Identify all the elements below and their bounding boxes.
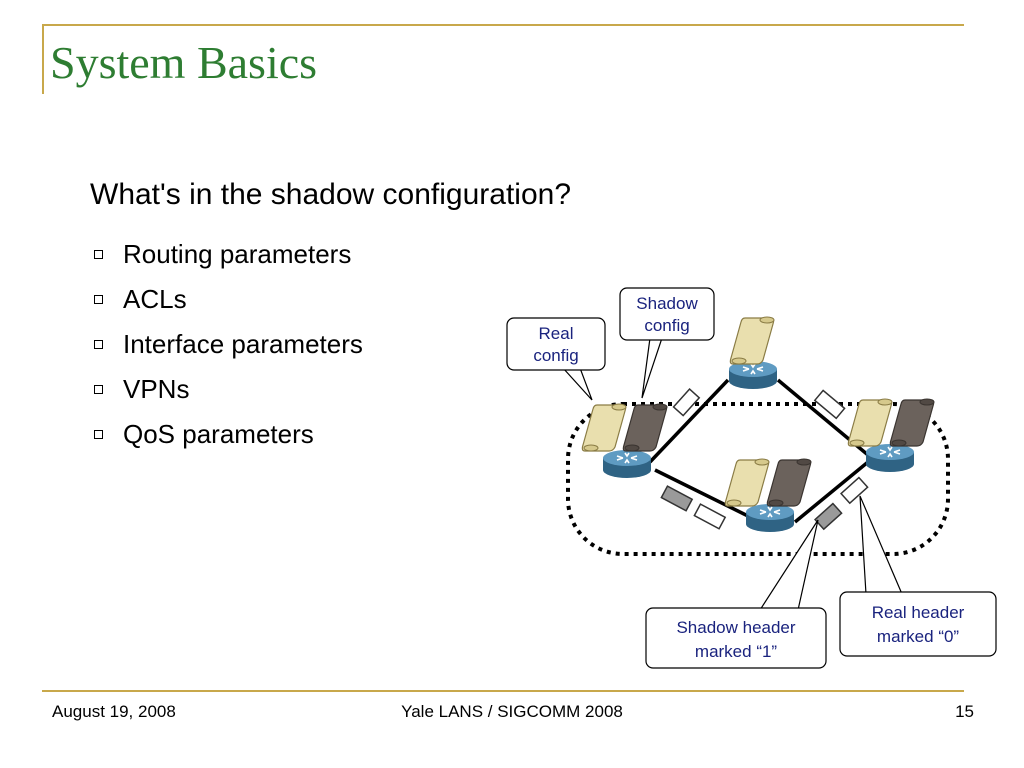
bullet-item: ACLs <box>90 277 363 322</box>
real-config-icon <box>729 316 775 365</box>
frame-top-rule <box>42 24 964 26</box>
bullet-text: QoS parameters <box>123 419 314 449</box>
callout-text: Shadow header <box>676 618 795 637</box>
router-icon <box>745 503 795 533</box>
callout-text: Real <box>539 324 574 343</box>
bullet-list: Routing parameters ACLs Interface parame… <box>90 232 363 457</box>
page-number: 15 <box>955 702 974 721</box>
bullet-text: ACLs <box>123 284 187 314</box>
callout-real-config: Real config <box>506 317 606 401</box>
frame-left-rule <box>42 24 44 94</box>
square-bullet-icon <box>94 295 103 304</box>
bullet-item: QoS parameters <box>90 412 363 457</box>
callout-shadow-config: Shadow config <box>619 287 715 399</box>
bullet-text: Interface parameters <box>123 329 363 359</box>
square-bullet-icon <box>94 340 103 349</box>
callout-real-header: Real header marked “0” <box>839 495 997 657</box>
callout-text: marked “0” <box>877 627 960 646</box>
real-config-icon <box>724 458 770 507</box>
shadow-boundary <box>566 402 950 556</box>
bullet-item: VPNs <box>90 367 363 412</box>
bullet-text: Routing parameters <box>123 239 352 269</box>
bullet-item: Interface parameters <box>90 322 363 367</box>
footer-center-text: Yale LANS / SIGCOMM 2008 <box>401 702 623 721</box>
real-config-icon <box>581 403 627 452</box>
frame-bottom-rule <box>42 690 964 692</box>
real-config-icon <box>847 398 893 447</box>
callout-text: config <box>644 316 689 335</box>
slide-title: System Basics <box>50 37 318 88</box>
router-icon <box>865 443 915 473</box>
square-bullet-icon <box>94 430 103 439</box>
callout-shadow-header: Shadow header marked “1” <box>645 519 827 669</box>
shadow-config-icon <box>622 403 668 452</box>
callout-text: Real header <box>872 603 965 622</box>
packet-icons <box>660 388 869 531</box>
shadow-config-icon <box>889 398 935 447</box>
square-bullet-icon <box>94 385 103 394</box>
footer-date: August 19, 2008 <box>52 702 176 721</box>
router-icon <box>602 449 652 479</box>
callout-text: Shadow <box>636 294 698 313</box>
bullet-item: Routing parameters <box>90 232 363 277</box>
shadow-config-icon <box>766 458 812 507</box>
callout-text: marked “1” <box>695 642 778 661</box>
square-bullet-icon <box>94 250 103 259</box>
bullet-text: VPNs <box>123 374 190 404</box>
router-icon <box>728 360 778 390</box>
callout-text: config <box>533 346 578 365</box>
lead-question: What's in the shadow configuration? <box>90 178 572 211</box>
